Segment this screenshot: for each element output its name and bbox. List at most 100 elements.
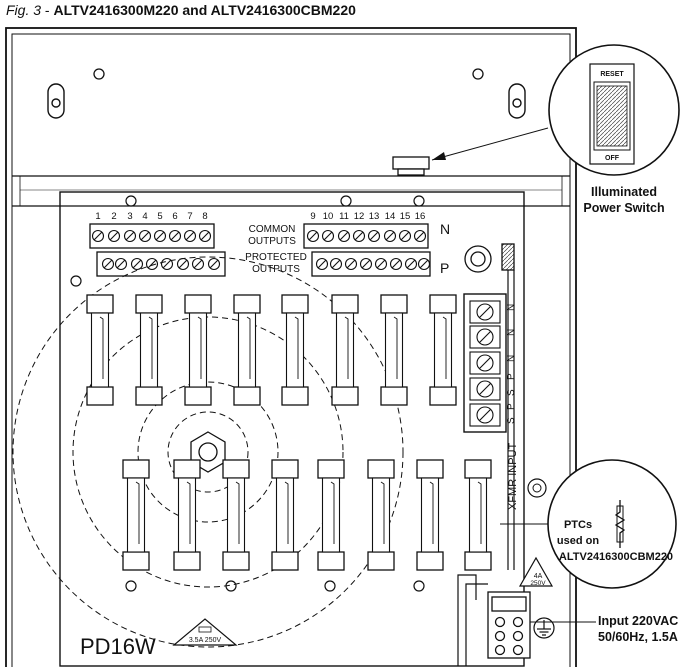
enclosure: [5, 27, 577, 667]
board-screw: [413, 195, 425, 207]
fuse: [464, 459, 492, 571]
terminal-screw: [145, 257, 159, 271]
ptc-callout: PTCs used on ALTV2416300CBM220: [547, 459, 677, 589]
terminal-screw: [176, 257, 190, 271]
common-outputs-label-2: OUTPUTS: [248, 236, 296, 247]
fuse: [331, 294, 359, 406]
board-holes-bottom: [125, 580, 425, 592]
keyhole-slot-left: [47, 83, 65, 119]
input-callout-line2: 50/60Hz, 1.5A: [598, 630, 678, 644]
fuse-warning-text: 3.5A 250V: [189, 637, 222, 644]
terminal-screw: [404, 257, 418, 271]
power-switch-arrowhead: [432, 152, 446, 160]
terminal-screw: [476, 303, 494, 321]
fuse: [416, 459, 444, 571]
power-switch-caption-1: Illuminated: [591, 185, 657, 199]
ptc-callout-line2: used on: [557, 535, 599, 547]
figure-title: Fig. 3 - ALTV2416300M220 and ALTV2416300…: [6, 2, 356, 18]
figure-prefix: Fig. 3: [6, 2, 42, 18]
terminal-screw: [306, 229, 320, 243]
common-outputs-label-1: COMMON: [249, 224, 296, 235]
terminal-number: 12: [354, 211, 365, 222]
terminal-number: 15: [400, 211, 411, 222]
mount-hole: [472, 68, 484, 80]
fuse: [122, 459, 150, 571]
terminal-screw: [352, 229, 366, 243]
ground-lug: [464, 243, 515, 273]
terminal-screw: [107, 229, 121, 243]
fuse: [429, 294, 457, 406]
power-switch-body: [392, 156, 430, 176]
xfmr-input-label: XFMR INPUT: [507, 443, 519, 511]
terminal-screw: [123, 229, 137, 243]
input-fuse: 4A 250V: [518, 556, 554, 587]
terminal-screw: [130, 257, 144, 271]
terminal-number: 3: [127, 211, 132, 222]
ptc-callout-line1: PTCs: [564, 519, 592, 531]
switch-off-label: OFF: [605, 155, 620, 162]
terminal-number: 1: [95, 211, 100, 222]
protected-outputs-terminal-block: [96, 251, 226, 277]
terminal-number: 2: [111, 211, 116, 222]
terminal-number: 16: [415, 211, 426, 222]
board-model-label: PD16W: [80, 634, 156, 659]
terminal-number: 11: [339, 211, 349, 222]
terminal-screw: [359, 257, 373, 271]
fuse: [380, 294, 408, 406]
board-hole: [70, 275, 82, 287]
earth-ground-symbol-icon: [533, 617, 555, 639]
terminal-number: 8: [202, 211, 207, 222]
input-terminal-strip: [463, 293, 507, 433]
terminal-number: 10: [323, 211, 334, 222]
terminal-screw: [398, 229, 412, 243]
terminal-screw: [153, 229, 167, 243]
fuse: [271, 459, 299, 571]
terminal-screw: [315, 257, 329, 271]
fuse: [173, 459, 201, 571]
switch-reset-label: RESET: [600, 71, 624, 78]
fuse: [367, 459, 395, 571]
strip-letter: N: [506, 304, 517, 311]
mount-hole: [93, 68, 105, 80]
power-switch-caption-2: Power Switch: [583, 201, 664, 215]
keyhole-slot-right: [508, 83, 526, 119]
terminal-number: 6: [172, 211, 177, 222]
fuse-row-top: [86, 294, 457, 406]
terminal-screw: [321, 229, 335, 243]
input-callout-line1: Input 220VAC: [598, 614, 678, 628]
board-standoff: [527, 478, 547, 498]
terminal-number: 7: [187, 211, 192, 222]
strip-letter: P: [506, 403, 517, 410]
protected-outputs-label-2: OUTPUTS: [252, 264, 300, 275]
terminal-screw: [101, 257, 115, 271]
figure-models: ALTV2416300M220 and ALTV2416300CBM220: [53, 2, 356, 18]
terminal-screw: [389, 257, 403, 271]
strip-letter: S: [506, 389, 517, 396]
terminal-screw: [160, 257, 174, 271]
strip-letter: P: [506, 373, 517, 380]
fuse: [233, 294, 261, 406]
terminal-screw: [91, 229, 105, 243]
terminal-screw: [476, 380, 494, 398]
terminal-screw: [191, 257, 205, 271]
board-standoff: [532, 483, 542, 493]
terminal-screw: [114, 257, 128, 271]
common-outputs-terminal-block: [303, 223, 429, 249]
protected-outputs-label-1: PROTECTED: [245, 252, 307, 263]
input-fuse-rating-2: 250V: [530, 580, 546, 587]
power-switch-leader: [431, 127, 549, 161]
terminal-screw: [476, 354, 494, 372]
transformer-outline: [12, 256, 404, 648]
fuse-warning-triangle: 3.5A 250V: [172, 618, 238, 646]
strip-letter: N: [506, 329, 517, 336]
board-screw: [340, 195, 352, 207]
terminal-screw: [198, 229, 212, 243]
board-screw: [125, 195, 137, 207]
terminal-screw: [138, 229, 152, 243]
fuse-row-bottom: [122, 459, 492, 571]
fuse: [281, 294, 309, 406]
protected-outputs-terminal-block: [311, 251, 431, 277]
strip-letter: S: [506, 417, 517, 424]
terminal-number: 4: [142, 211, 147, 222]
